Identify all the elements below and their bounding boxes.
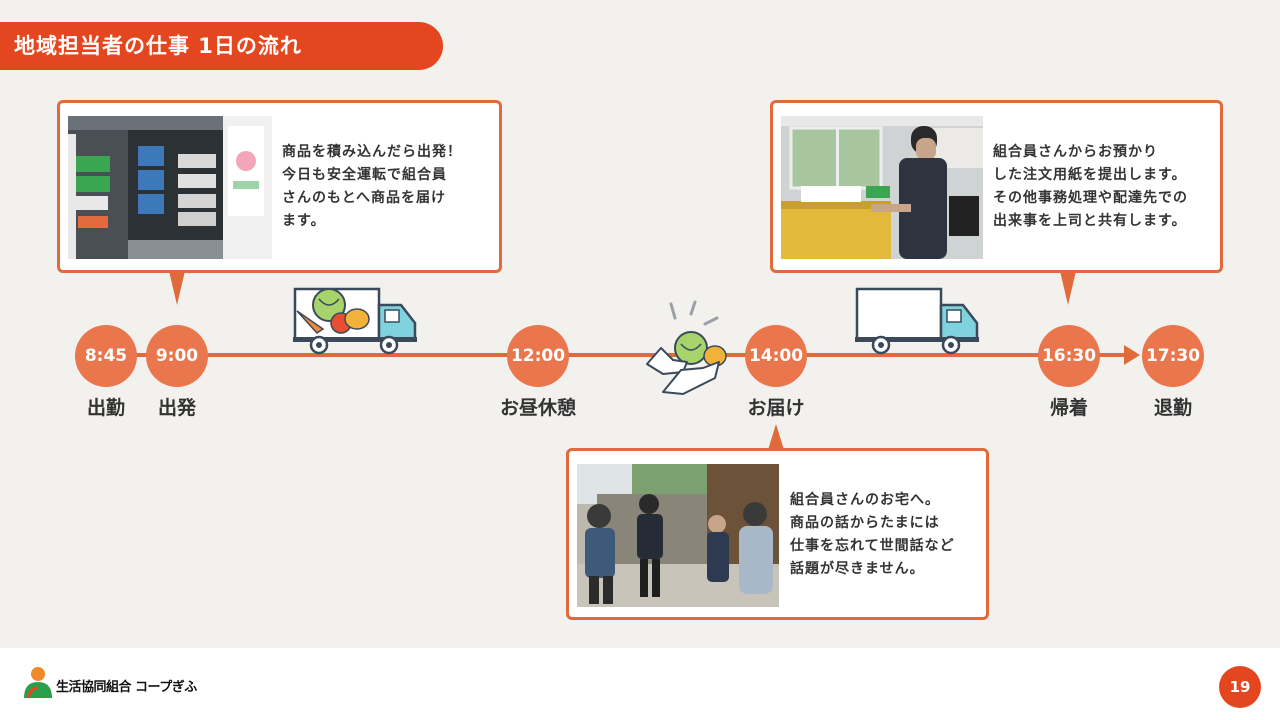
page-title: 地域担当者の仕事 1日の流れ <box>0 22 443 70</box>
hands-offering-vegetables-icon <box>643 300 735 398</box>
timeline-line <box>100 353 1130 357</box>
callout-return-text: 組合員さんからお預かり した注文用紙を提出します。 その他事務処理や配達先での … <box>993 144 1188 229</box>
callout-delivery-pointer <box>768 424 784 450</box>
callout-departure-pointer <box>169 271 185 305</box>
timeline-label-lunch: お昼休憩 <box>499 397 576 419</box>
timeline-node-0845: 8:45 <box>75 325 137 387</box>
timeline-node-1630: 16:30 <box>1038 325 1100 387</box>
timeline-label-return: 帰着 <box>1049 397 1088 419</box>
customer-visit-photo <box>577 464 779 607</box>
page-number: 19 <box>1219 666 1261 708</box>
office-work-photo <box>781 116 983 259</box>
empty-truck-icon <box>855 285 981 357</box>
truck-loading-photo <box>68 116 272 259</box>
callout-departure-text: 商品を積み込んだら出発！ 今日も安全運転で組合員 さんのもとへ商品を届け ます。 <box>282 144 462 229</box>
timeline-label-delivery: お届け <box>747 397 805 419</box>
timeline-label-leave: 退勤 <box>1153 397 1192 419</box>
truck-with-vegetables-icon <box>293 285 419 357</box>
callout-departure: 商品を積み込んだら出発！ 今日も安全運転で組合員 さんのもとへ商品を届け ます。 <box>57 100 502 273</box>
callout-delivery: 組合員さんのお宅へ。 商品の話からたまには 仕事を忘れて世間話など 話題が尽きま… <box>566 448 989 620</box>
coop-logo-icon <box>22 666 54 700</box>
timeline-label-depart: 出発 <box>157 397 196 419</box>
callout-delivery-text: 組合員さんのお宅へ。 商品の話からたまには 仕事を忘れて世間話など 話題が尽きま… <box>790 492 955 577</box>
timeline-node-1400: 14:00 <box>745 325 807 387</box>
timeline-node-1200: 12:00 <box>507 325 569 387</box>
timeline-node-1730: 17:30 <box>1142 325 1204 387</box>
timeline-arrow-head <box>1124 345 1140 365</box>
timeline-node-0900: 9:00 <box>146 325 208 387</box>
callout-return: 組合員さんからお預かり した注文用紙を提出します。 その他事務処理や配達先での … <box>770 100 1223 273</box>
callout-return-pointer <box>1060 271 1076 305</box>
footer <box>0 648 1280 720</box>
coop-logo-text: 生活協同組合 コープぎふ <box>56 680 197 695</box>
timeline-label-arrive: 出勤 <box>86 397 125 419</box>
